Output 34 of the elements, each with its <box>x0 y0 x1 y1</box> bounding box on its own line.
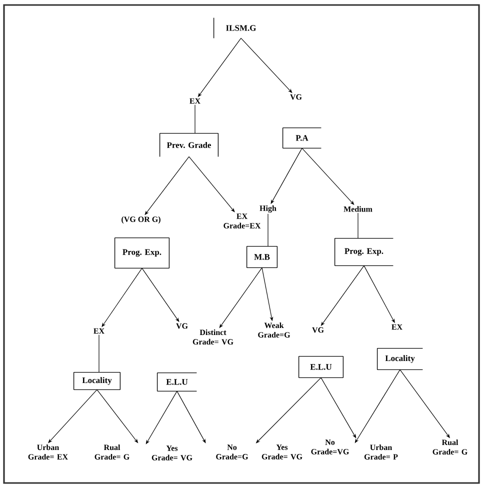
attribute-box: P.A <box>282 127 322 149</box>
branch-label: EX <box>190 98 200 104</box>
leaf-label: Urban Grade= EX <box>28 444 68 460</box>
leaf-label: Distinct Grade= VG <box>192 329 234 345</box>
attribute-box: M.B <box>246 246 278 268</box>
leaf-label: Urban Grade= P <box>364 444 398 460</box>
arrow <box>188 156 235 212</box>
attribute-box: E.L.U <box>156 372 198 392</box>
connector-line <box>194 104 196 134</box>
leaf-label: Rual Grade= G <box>432 439 468 455</box>
branch-label: High <box>260 205 276 213</box>
branch-label: EX <box>94 328 104 334</box>
branch-label: EX <box>392 324 402 330</box>
branch-label: VG <box>312 327 324 333</box>
branch-label: VG <box>290 94 302 100</box>
connector-line <box>98 334 100 373</box>
leaf-label: EX Grade=EX <box>224 214 261 228</box>
root-label: ILSM.G <box>213 17 256 39</box>
attribute-box: Locality <box>73 372 121 390</box>
branch-label: Medium <box>344 206 372 212</box>
attribute-box: Prog. Exp. <box>114 237 170 269</box>
branch-label: (VG OR G) <box>122 216 160 224</box>
branch-label: VG <box>176 323 188 329</box>
leaf-label: Weak Grade=G <box>258 322 290 338</box>
attribute-box: Prev. Grade <box>159 132 219 158</box>
leaf-label: Rual Grade= G <box>94 444 130 460</box>
leaf-label: Yes Grade= VG <box>152 446 192 460</box>
attribute-box: E.L.U <box>298 356 344 378</box>
attribute-box: Prog. Exp. <box>334 238 394 266</box>
leaf-label: No Grade=G <box>216 444 248 460</box>
leaf-label: No Grade=VG <box>311 440 349 454</box>
arrow <box>302 148 354 205</box>
attribute-box: Locality <box>376 348 424 370</box>
leaf-label: Yes Grade= VG <box>262 444 302 460</box>
